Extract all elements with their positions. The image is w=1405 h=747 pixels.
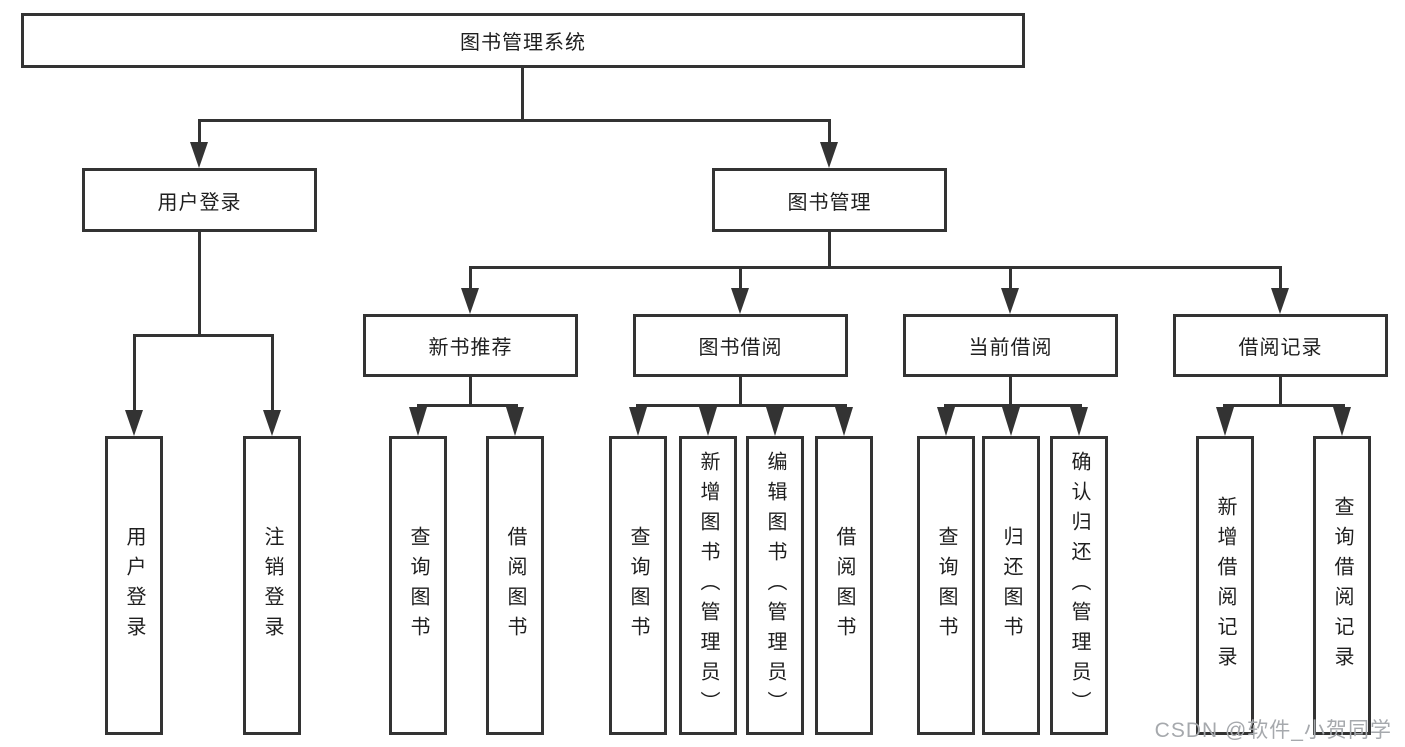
leaf-confirm-return-admin: 确认归还（管理员）: [1050, 436, 1108, 735]
leaf-return-books: 归还图书: [982, 436, 1040, 735]
connector-borrowing-stem: [739, 377, 742, 407]
arrowhead-query-record: [1333, 407, 1351, 436]
arrowhead-borrow-books-recommend: [506, 407, 524, 436]
connector-drop-records: [1279, 266, 1282, 289]
connector-drop-recommend: [469, 266, 472, 289]
leaf-add-books-admin: 新增图书（管理员）: [679, 436, 737, 735]
leaf-add-borrow-record-label: 新增借阅记录: [1214, 495, 1236, 676]
arrowhead-confirm-return: [1070, 407, 1088, 436]
arrowhead-book-management: [820, 142, 838, 168]
node-root-system: 图书管理系统: [21, 13, 1025, 68]
node-new-book-recommend: 新书推荐: [363, 314, 578, 377]
node-user-login-label: 用户登录: [157, 191, 242, 214]
connector-bookmgmt-horizontal: [469, 266, 1282, 269]
arrowhead-records: [1271, 288, 1289, 314]
connector-userlogin-stem: [198, 232, 201, 337]
leaf-edit-books-admin: 编辑图书（管理员）: [746, 436, 804, 735]
leaf-query-borrow-record: 查询借阅记录: [1313, 436, 1371, 735]
leaf-query-books-borrowing-label: 查询图书: [627, 525, 649, 646]
leaf-query-books-recommend-label: 查询图书: [407, 525, 429, 646]
connector-drop-leaf-logout: [271, 334, 274, 411]
leaf-query-borrow-record-label: 查询借阅记录: [1331, 495, 1353, 676]
arrowhead-current: [1001, 288, 1019, 314]
connector-drop-borrowing: [739, 266, 742, 289]
leaf-query-books-borrowing: 查询图书: [609, 436, 667, 735]
arrowhead-borrow-books: [835, 407, 853, 436]
arrowhead-query-books-current: [937, 407, 955, 436]
connector-root-stem: [521, 68, 524, 122]
node-book-management: 图书管理: [712, 168, 947, 232]
connector-drop-book-management: [828, 119, 831, 143]
node-borrowing-records: 借阅记录: [1173, 314, 1388, 377]
leaf-borrow-books: 借阅图书: [815, 436, 873, 735]
connector-recommend-stem: [469, 377, 472, 407]
csdn-watermark: CSDN @软件_小贺同学: [1154, 719, 1392, 742]
node-current-borrowing-label: 当前借阅: [968, 337, 1053, 359]
arrowhead-recommend: [461, 288, 479, 314]
arrowhead-edit-books: [766, 407, 784, 436]
arrowhead-add-record: [1216, 407, 1234, 436]
connector-current-stem: [1009, 377, 1012, 407]
node-new-book-recommend-label: 新书推荐: [428, 337, 513, 359]
connector-current-horizontal: [944, 404, 1082, 407]
arrowhead-user-login: [190, 142, 208, 168]
node-book-management-label: 图书管理: [787, 191, 872, 214]
leaf-query-books-current-label: 查询图书: [935, 525, 957, 646]
connector-userlogin-horizontal: [133, 334, 274, 337]
leaf-edit-books-admin-label: 编辑图书（管理员）: [764, 450, 786, 721]
leaf-logout-label: 注销登录: [261, 525, 283, 646]
connector-root-horizontal: [198, 119, 831, 122]
arrowhead-query-books-borrowing: [629, 407, 647, 436]
connector-drop-leaf-login: [133, 334, 136, 411]
node-book-borrowing: 图书借阅: [633, 314, 848, 377]
connector-drop-current: [1009, 266, 1012, 289]
node-user-login: 用户登录: [82, 168, 317, 232]
leaf-user-login-label: 用户登录: [123, 525, 145, 646]
node-book-borrowing-label: 图书借阅: [698, 337, 783, 359]
arrowhead-leaf-login: [125, 410, 143, 436]
leaf-return-books-label: 归还图书: [1000, 525, 1022, 646]
arrowhead-add-books: [699, 407, 717, 436]
leaf-confirm-return-admin-label: 确认归还（管理员）: [1068, 450, 1090, 721]
node-current-borrowing: 当前借阅: [903, 314, 1118, 377]
connector-bookmgmt-stem: [828, 232, 831, 269]
arrowhead-leaf-logout: [263, 410, 281, 436]
leaf-borrow-books-recommend-label: 借阅图书: [504, 525, 526, 646]
leaf-query-books-current: 查询图书: [917, 436, 975, 735]
leaf-query-books-recommend: 查询图书: [389, 436, 447, 735]
connector-records-horizontal: [1223, 404, 1345, 407]
arrowhead-query-books-recommend: [409, 407, 427, 436]
arrowhead-return-books: [1002, 407, 1020, 436]
connector-records-stem: [1279, 377, 1282, 407]
connector-borrowing-horizontal: [636, 404, 847, 407]
leaf-borrow-books-recommend: 借阅图书: [486, 436, 544, 735]
leaf-user-login: 用户登录: [105, 436, 163, 735]
node-borrowing-records-label: 借阅记录: [1238, 337, 1323, 359]
leaf-add-borrow-record: 新增借阅记录: [1196, 436, 1254, 735]
leaf-logout: 注销登录: [243, 436, 301, 735]
connector-drop-user-login: [198, 119, 201, 143]
node-root-label: 图书管理系统: [460, 32, 586, 54]
arrowhead-borrowing: [731, 288, 749, 314]
leaf-add-books-admin-label: 新增图书（管理员）: [697, 450, 719, 721]
connector-recommend-horizontal: [417, 404, 518, 407]
leaf-borrow-books-label: 借阅图书: [833, 525, 855, 646]
